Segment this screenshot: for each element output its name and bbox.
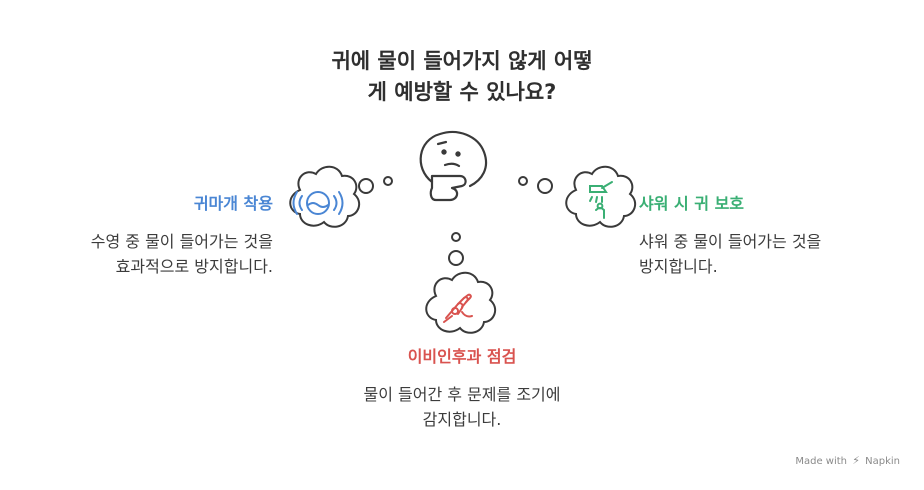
cloud-bottom — [425, 271, 497, 334]
napkin-brand-label: Napkin — [865, 456, 900, 467]
earplug-heading: 귀마개 착용 — [193, 194, 273, 213]
napkin-logo-icon: ⚡ — [852, 454, 860, 467]
shower-head-icon — [589, 181, 613, 219]
earplug-description-line-2: 효과적으로 방지합니다. — [115, 257, 273, 276]
made-with-label: Made with — [795, 456, 848, 467]
diagram-title: 귀에 물이 들어가지 않게 어떻 게 예방할 수 있나요? — [262, 46, 662, 108]
earplug-description-line-1: 수영 중 물이 들어가는 것을 — [90, 232, 273, 251]
made-with-napkin-footer[interactable]: Made with ⚡ Napkin — [795, 454, 900, 467]
thinking-face-icon — [419, 130, 488, 202]
ent-checkup-heading: 이비인후과 점검 — [407, 347, 517, 366]
earplug-description: 수영 중 물이 들어가는 것을 효과적으로 방지합니다. — [91, 229, 273, 279]
shower-protection-heading: 샤워 시 귀 보호 — [639, 194, 745, 213]
ent-checkup-description-line-1: 물이 들어간 후 문제를 조기에 — [363, 385, 561, 404]
title-line-1: 귀에 물이 들어가지 않게 어떻 — [331, 49, 593, 73]
ent-checkup-description: 물이 들어간 후 문제를 조기에 감지합니다. — [262, 382, 662, 432]
shower-protection-description: 샤워 중 물이 들어가는 것을 방지합니다. — [639, 229, 821, 279]
ear-waves-icon — [292, 191, 344, 215]
connector-bubbles-left — [358, 176, 393, 194]
ent-checkup-description-line-2: 감지합니다. — [422, 410, 502, 429]
stethoscope-hand-icon — [443, 293, 473, 323]
connector-bubbles-bottom — [448, 232, 464, 266]
shower-protection-description-line-2: 방지합니다. — [639, 257, 718, 276]
cloud-left — [289, 165, 361, 228]
title-line-2: 게 예방할 수 있나요? — [367, 80, 557, 104]
cloud-right — [565, 165, 637, 228]
connector-bubbles-right — [518, 176, 553, 194]
shower-protection-description-line-1: 샤워 중 물이 들어가는 것을 — [639, 232, 822, 251]
